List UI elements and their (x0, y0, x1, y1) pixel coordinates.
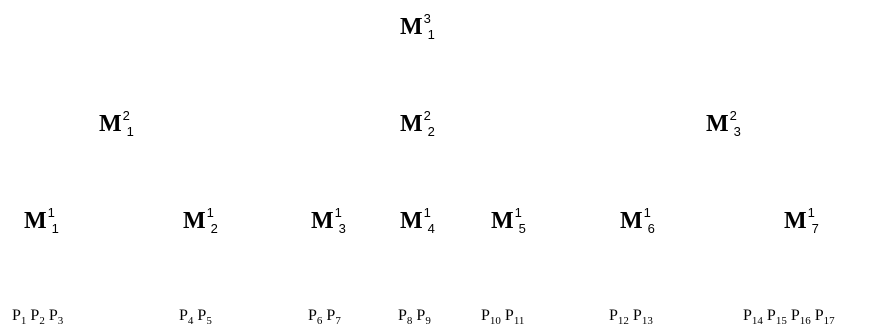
leaf-group-7: P14 P15 P16 P17 (743, 307, 835, 327)
leaf-p10: P10 (481, 307, 501, 327)
leaf-p14: P14 (743, 307, 763, 327)
leaf-p16: P16 (790, 307, 811, 327)
leaf-group-1: P1 P2 P3 (12, 307, 64, 327)
leaf-p17: P17 (814, 307, 835, 327)
leaf-p5: P5 (197, 307, 212, 327)
leaf-p2: P2 (30, 307, 45, 327)
leaf-group-3: P6 P7 (308, 307, 341, 327)
leaf-p12: P12 (609, 307, 629, 327)
leaf-p6: P6 (308, 307, 323, 327)
leaf-p1: P1 (12, 307, 27, 327)
leaf-group-5: P10 P11 (481, 307, 525, 327)
leaf-group-4: P8 P9 (398, 307, 431, 327)
leaf-p13: P13 (632, 307, 653, 327)
leaf-group-6: P12 P13 (609, 307, 653, 327)
leaf-p7: P7 (326, 307, 341, 327)
leaf-p15: P15 (766, 307, 787, 327)
leaf-p11: P11 (504, 307, 525, 327)
leaf-p8: P8 (398, 307, 413, 327)
leaf-p9: P9 (416, 307, 431, 327)
leaf-group-2: P4 P5 (179, 307, 212, 327)
leaf-p3: P3 (48, 307, 64, 327)
leaf-p4: P4 (179, 307, 194, 327)
